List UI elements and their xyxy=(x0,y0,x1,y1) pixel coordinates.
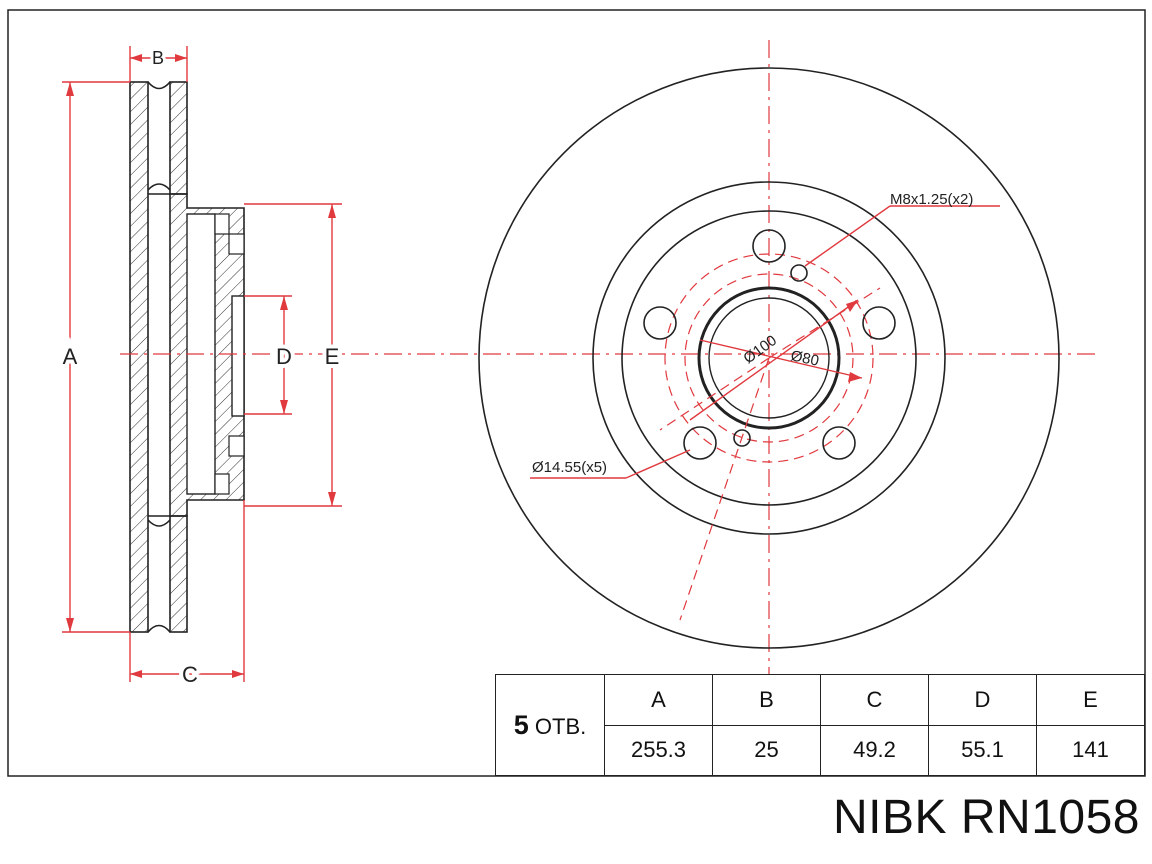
table-value-cell: 141 xyxy=(1036,724,1145,776)
holes-cell: 5 ОТВ. xyxy=(495,674,605,776)
dim-label-d: D xyxy=(276,344,292,369)
outer-plate-left xyxy=(129,81,149,633)
bolt-hole xyxy=(752,229,786,263)
pcd-circle xyxy=(664,253,874,463)
table-header-row: 5 ОТВ. A B C D E xyxy=(495,674,1145,776)
dim-label-a: A xyxy=(63,344,78,369)
center-bore-callout: Ø80 xyxy=(789,347,820,370)
spec-table: 5 ОТВ. A B C D E 255.3 25 49.2 55.1 141 xyxy=(495,674,1145,776)
front-view: M8x1.25(x2) Ø100 Ø80 Ø14.55(x5) xyxy=(478,40,1060,675)
table-value-row: 255.3 25 49.2 55.1 141 xyxy=(496,724,1145,776)
threaded-hole xyxy=(790,264,808,282)
table-value-cell: 25 xyxy=(712,724,821,776)
bolt-hole xyxy=(822,426,856,460)
dim-label-e: E xyxy=(325,344,340,369)
bolt-hole xyxy=(683,426,717,460)
bolt-hole xyxy=(862,306,896,340)
bolt-hole-callout: Ø14.55(x5) xyxy=(532,459,607,476)
holes-number: 5 xyxy=(513,709,529,740)
table-value-cell: 55.1 xyxy=(928,724,1037,776)
part-title: NIBK RN1058 xyxy=(833,791,1140,844)
dim-label-c: C xyxy=(182,662,198,687)
side-section-view: A B C D E xyxy=(59,45,1095,691)
table-header-cell: B xyxy=(712,674,821,726)
hat-outer-edge xyxy=(621,210,917,506)
drawing-frame xyxy=(7,9,1146,777)
disc-outer-edge xyxy=(478,67,1060,649)
holes-suffix: ОТВ. xyxy=(534,713,587,739)
center-bore xyxy=(697,286,841,430)
pcd-callout: Ø100 xyxy=(740,332,780,367)
dim-label-b: B xyxy=(152,48,164,68)
table-header-cell: E xyxy=(1036,674,1145,726)
table-value-cell: 49.2 xyxy=(820,724,929,776)
table-header-cell: A xyxy=(604,674,713,726)
bolt-hole xyxy=(643,306,677,340)
table-value-cell: 255.3 xyxy=(604,724,713,776)
threaded-hole xyxy=(733,429,751,447)
thread-callout: M8x1.25(x2) xyxy=(890,191,973,208)
disc-inner-edge xyxy=(592,181,946,535)
table-header-cell: D xyxy=(928,674,1037,726)
outer-plate-right-lower xyxy=(169,515,188,633)
table-header-cell: C xyxy=(820,674,929,726)
outer-plate-right xyxy=(169,81,188,195)
